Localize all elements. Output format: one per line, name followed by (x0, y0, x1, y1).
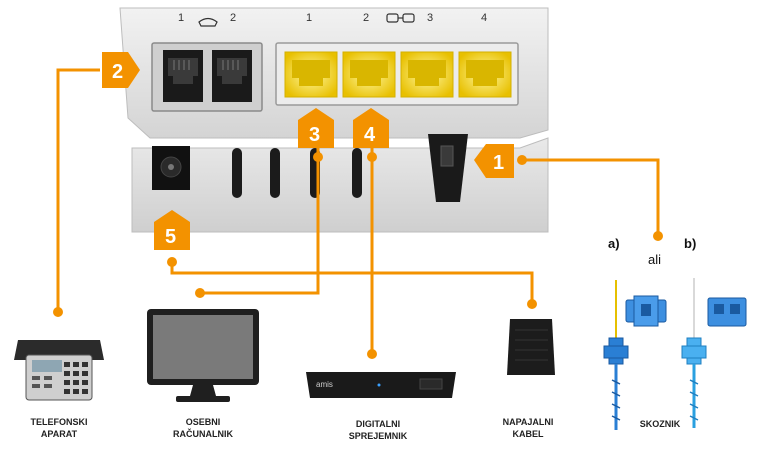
line-computer (200, 142, 320, 295)
callout-3-number: 3 (309, 124, 320, 146)
line-phone (56, 68, 100, 312)
callout-4-number: 4 (364, 124, 376, 146)
lan-port-number-3: 3 (427, 12, 434, 24)
fiber-option-a (603, 280, 667, 430)
computer-label: OSEBNI RAČUNALNIK (160, 416, 246, 440)
line-fiber (522, 158, 660, 236)
desk-phone (14, 340, 104, 401)
digital-receiver: amis (306, 372, 456, 398)
router (119, 7, 549, 233)
receiver-label-line1: DIGITALNI (355, 419, 401, 429)
lan-port-4[interactable] (458, 51, 512, 98)
phone-port-number-1: 1 (178, 12, 185, 24)
connection-dots (53, 152, 663, 359)
option-a-label: a) (608, 236, 620, 251)
callout-5: 5 (154, 210, 190, 250)
option-b-label: b) (684, 236, 697, 251)
phone-symbol-icon (198, 17, 218, 27)
lan-port-3[interactable] (400, 51, 454, 98)
or-label: ali (648, 252, 662, 267)
lan-port-number-2: 2 (363, 12, 370, 24)
lan-port-2[interactable] (342, 51, 396, 98)
phone-port-number-2: 2 (230, 12, 237, 24)
power-button[interactable] (428, 134, 468, 202)
callout-2-number: 2 (112, 61, 123, 83)
adapter-label-line2: KABEL (512, 429, 544, 439)
receiver-label-line2: SPREJEMNIK (348, 431, 408, 441)
callout-1-number: 1 (493, 152, 504, 174)
phone-label-line2: APARAT (40, 429, 78, 439)
fiber-option-b (681, 278, 747, 428)
lan-port-1[interactable] (284, 51, 338, 98)
callout-4: 4 (353, 108, 389, 148)
fiber-coupler-a (625, 295, 667, 327)
power-adapter (507, 319, 555, 375)
receiver-label: DIGITALNI SPREJEMNIK (333, 418, 423, 442)
computer-monitor (147, 309, 259, 402)
adapter-label: NAPAJALNI KABEL (488, 416, 568, 440)
phone-label-line1: TELEFONSKI (30, 417, 88, 427)
callout-5-number: 5 (165, 226, 176, 248)
callout-3: 3 (298, 108, 334, 148)
lan-port-number-1: 1 (306, 12, 313, 24)
adapter-label-line1: NAPAJALNI (502, 417, 554, 427)
fiber-label: SKOZNIK (639, 419, 681, 429)
computer-label-line1: OSEBNI (185, 417, 221, 427)
lan-port-number-4: 4 (481, 12, 488, 24)
computer-label-line2: RAČUNALNIK (173, 429, 233, 439)
fiber-coupler-b (707, 297, 747, 327)
receiver-brand-label: amis (316, 380, 333, 389)
phone-port-2[interactable] (212, 50, 252, 102)
phone-port-1[interactable] (163, 50, 203, 102)
power-socket[interactable] (152, 146, 190, 190)
phone-label: TELEFONSKI APARAT (18, 416, 100, 440)
line-power (170, 258, 534, 304)
computer-symbol-icon (386, 13, 415, 23)
callout-2: 2 (102, 52, 140, 88)
callout-1: 1 (474, 144, 514, 178)
